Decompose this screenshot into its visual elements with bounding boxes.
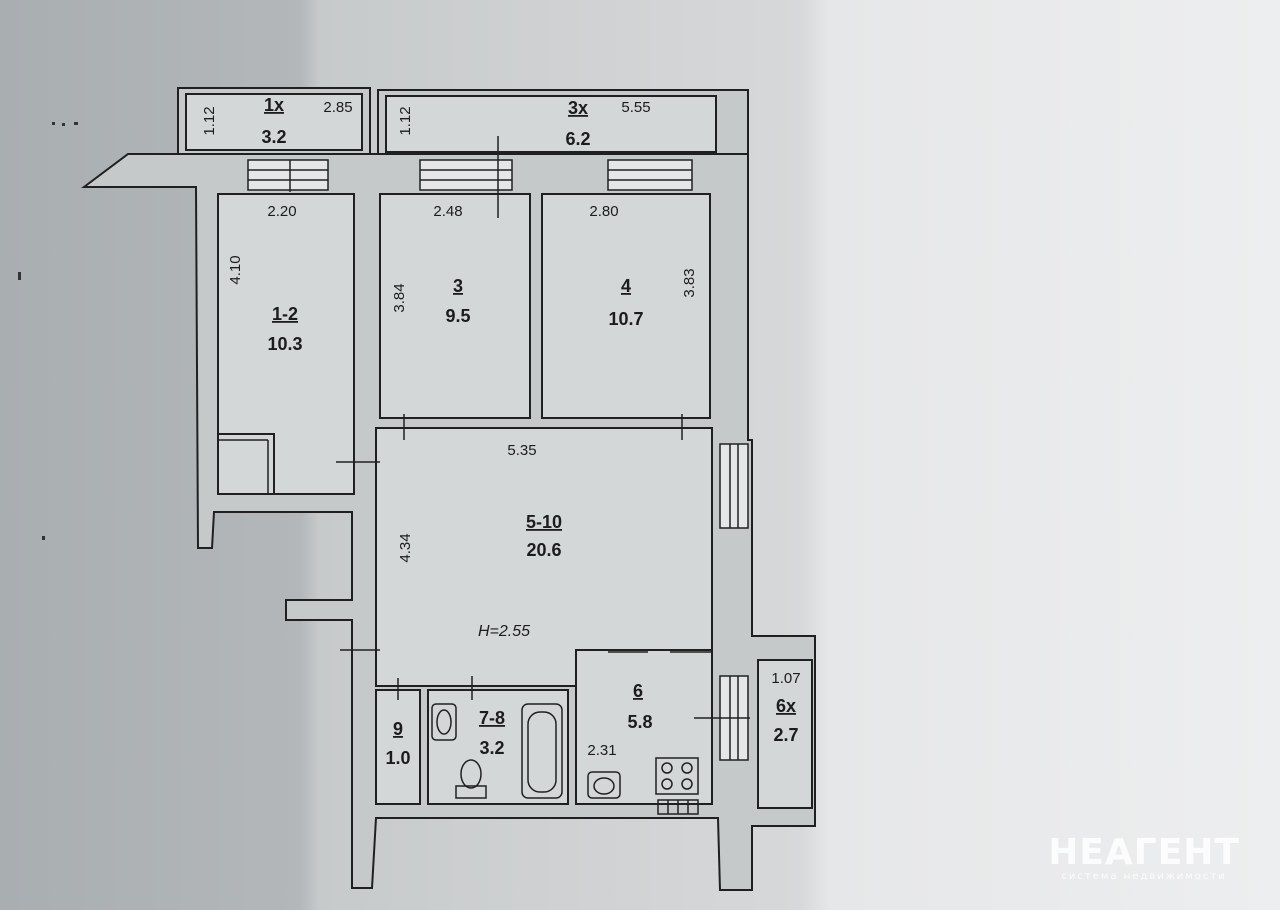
room-id: 5-10	[526, 512, 562, 532]
sink-icon	[431, 703, 457, 741]
rooms	[185, 93, 813, 809]
watermark-logo: НЕАГЕНТ система недвижимости	[1048, 832, 1240, 882]
dimension: 2.85	[323, 99, 352, 116]
dimension: 3.83	[681, 268, 698, 297]
closet	[217, 433, 275, 495]
room-area: 20.6	[526, 540, 561, 560]
room-id: 3x	[568, 98, 588, 118]
dimension: 1.07	[771, 670, 800, 687]
room-area: 10.7	[608, 309, 643, 329]
room-area: 2.7	[773, 725, 798, 745]
room-id: 1-2	[272, 304, 298, 324]
dimension: 4.34	[397, 533, 414, 562]
room-id: 3	[453, 276, 463, 296]
room-id: 7-8	[479, 708, 505, 728]
bathtub-icon	[521, 703, 563, 799]
fixtures	[431, 703, 699, 815]
specks	[18, 122, 78, 540]
room-area: 3.2	[261, 127, 286, 147]
door-marks	[289, 136, 750, 719]
dimension: 2.48	[433, 203, 462, 220]
dimension: 3.84	[391, 283, 408, 312]
room-area: 10.3	[267, 334, 302, 354]
room-9	[375, 689, 421, 805]
balcony-3x-inner	[385, 95, 717, 153]
room-1-2	[217, 193, 355, 495]
room-5-10	[375, 427, 713, 687]
ceiling-height: H=2.55	[478, 623, 530, 640]
dimension: 1.12	[397, 106, 414, 135]
dimension-labels: 1.12 2.85 1.12 5.55 2.20 2.48 2.80 4.10 …	[201, 99, 801, 759]
watermark-brand: НЕАГЕНТ	[1048, 832, 1240, 873]
room-area: 1.0	[385, 748, 410, 768]
room-7-8	[427, 689, 569, 805]
room-id: 6	[633, 681, 643, 701]
room-area: 5.8	[627, 712, 652, 732]
dimension: 2.20	[267, 203, 296, 220]
dimension: 4.10	[227, 255, 244, 284]
balcony-1x-inner	[185, 93, 363, 151]
dimension: 5.35	[507, 442, 536, 459]
room-area: 6.2	[565, 129, 590, 149]
room-id: 4	[621, 276, 631, 296]
room-id: 6x	[776, 696, 796, 716]
room-4	[541, 193, 711, 419]
room-labels: 1x 3.2 3x 6.2 1-2 10.3 3 9.5 4 10.7 5-10…	[261, 95, 798, 768]
dimension: 2.31	[587, 742, 616, 759]
room-id: 9	[393, 719, 403, 739]
dimension: 5.55	[621, 99, 650, 116]
room-id: 1x	[264, 95, 284, 115]
room-area: 3.2	[479, 738, 504, 758]
room-area: 9.5	[445, 306, 470, 326]
toilet-icon	[455, 785, 487, 799]
kitchen-sink-icon	[587, 771, 621, 799]
room-6	[575, 649, 713, 805]
room-3	[379, 193, 531, 419]
dimension: 2.80	[589, 203, 618, 220]
stove-icon	[655, 757, 699, 795]
room-6x	[757, 659, 813, 809]
dimension: 1.12	[201, 106, 218, 135]
watermark-tagline: система недвижимости	[1061, 871, 1227, 882]
